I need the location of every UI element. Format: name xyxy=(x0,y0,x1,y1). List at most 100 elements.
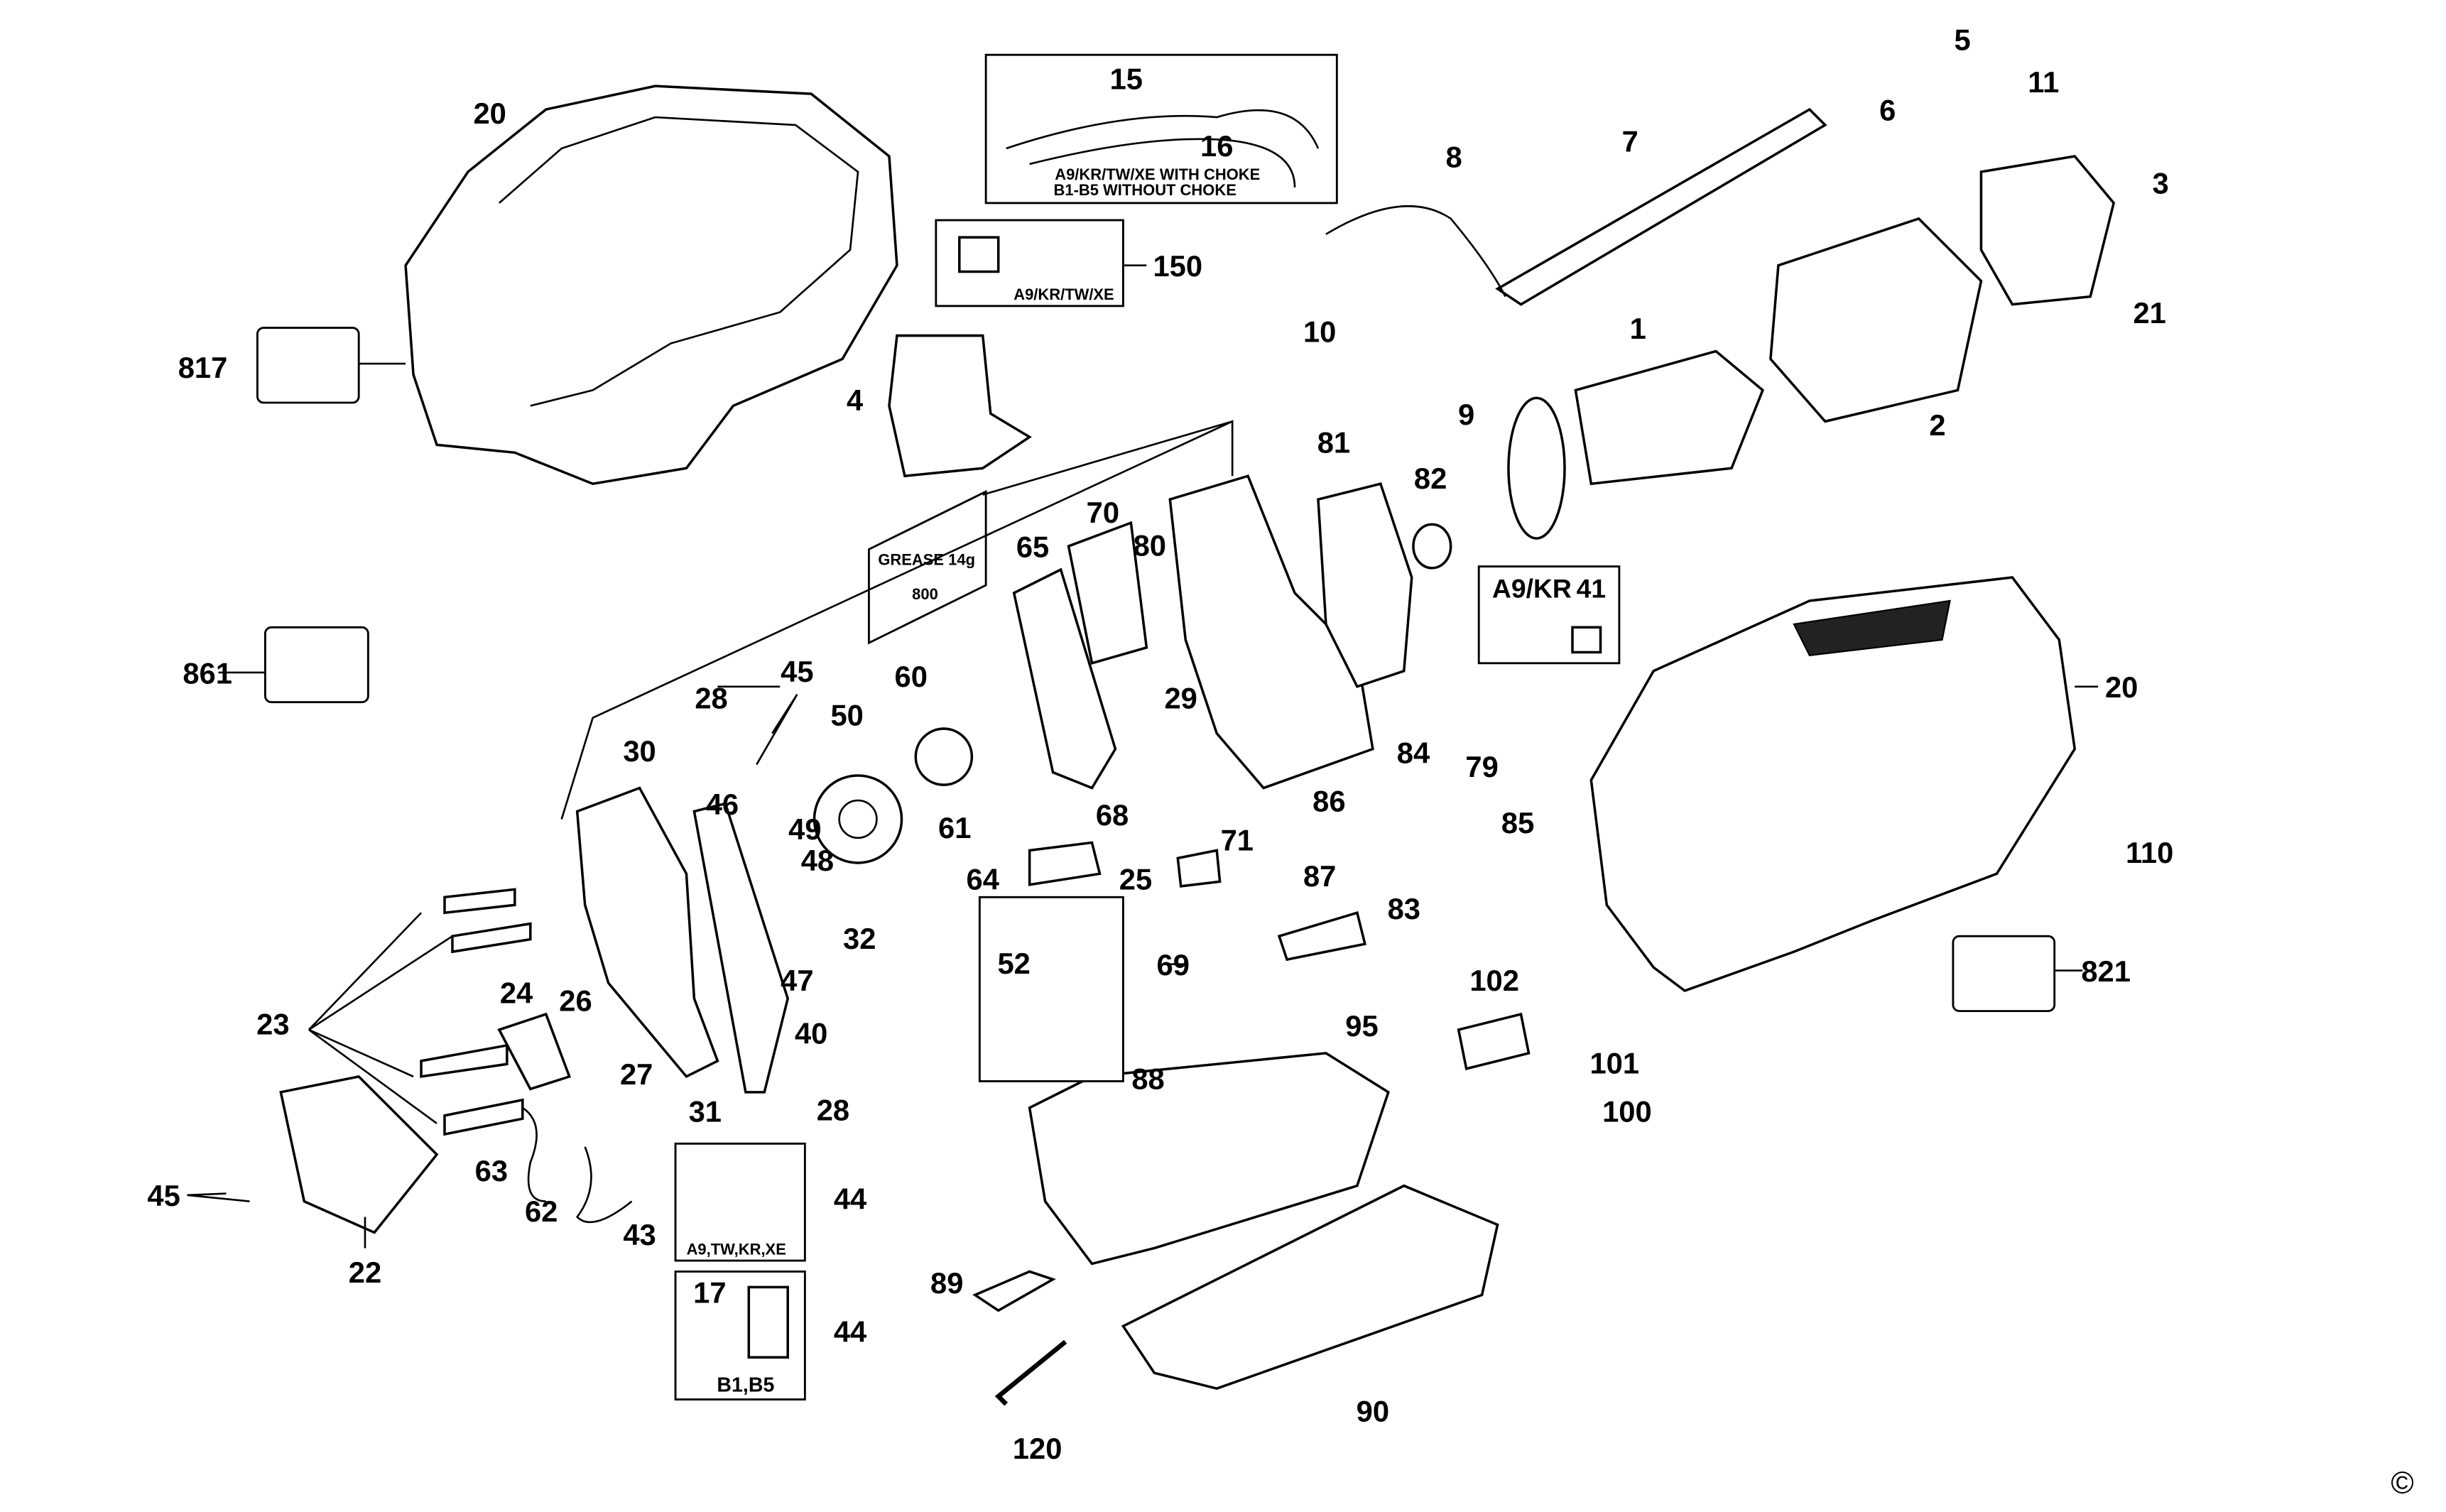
part-label: 40 xyxy=(795,1017,827,1050)
wire-box-line2: B1-B5 WITHOUT CHOKE xyxy=(1054,181,1236,199)
part-label: 63 xyxy=(475,1154,508,1187)
blade-clamp-part xyxy=(279,1075,439,1234)
part-label: 16 xyxy=(1200,129,1233,163)
box-821 xyxy=(1952,935,2056,1013)
part-label: 60 xyxy=(895,660,928,693)
part-label: 110 xyxy=(2126,836,2173,869)
gear-part xyxy=(812,774,903,864)
part-label: 44 xyxy=(834,1182,866,1216)
part-label: 89 xyxy=(930,1266,963,1300)
guide-part xyxy=(1012,567,1117,790)
gear-housing-part xyxy=(1168,474,1374,790)
part-label: 44 xyxy=(834,1315,866,1348)
part-label: 100 xyxy=(1602,1095,1652,1128)
base-part xyxy=(1121,1184,1499,1390)
part-label: 49 xyxy=(788,812,821,846)
part-label: 43 xyxy=(623,1218,656,1251)
part-label: 45 xyxy=(781,655,813,688)
part-label: 5 xyxy=(1955,23,1971,57)
part-label: 17 xyxy=(693,1276,726,1309)
part-label: 68 xyxy=(1096,798,1129,832)
box-861 xyxy=(263,626,369,704)
fan-part xyxy=(1507,396,1566,540)
choke-box-text: A9/KR/TW/XE xyxy=(1013,285,1114,303)
part-label: 50 xyxy=(830,699,863,732)
variant-box-1 xyxy=(674,1142,806,1262)
part-label: 3 xyxy=(2152,167,2168,200)
part-drawings xyxy=(187,85,2116,1406)
part-label: 70 xyxy=(1087,496,1119,529)
part-label: 7 xyxy=(1622,124,1638,158)
wire-box xyxy=(984,53,1338,205)
part-label: 20 xyxy=(2105,670,2138,704)
part-label: 20 xyxy=(473,97,506,130)
part-label: 24 xyxy=(500,977,533,1010)
cord-part xyxy=(1495,107,1827,306)
part-label: 64 xyxy=(967,862,999,896)
part-label: 26 xyxy=(559,984,592,1018)
copyright: © xyxy=(2391,1465,2413,1500)
part-label: 87 xyxy=(1303,859,1336,893)
housing-right-part xyxy=(1589,576,2077,993)
baffle-part xyxy=(1317,482,1413,688)
variant-box-1-text: A9,TW,KR,XE xyxy=(687,1240,786,1258)
part-label: 83 xyxy=(1388,892,1420,925)
part-label: 86 xyxy=(1312,784,1345,817)
part-label: 61 xyxy=(938,811,971,844)
part-label: 79 xyxy=(1465,750,1498,783)
switch-part xyxy=(888,334,1032,478)
part-label: 65 xyxy=(1016,530,1049,563)
wire-box-line1: A9/KR/TW/XE WITH CHOKE xyxy=(1055,165,1260,183)
part-label: 95 xyxy=(1345,1009,1378,1043)
part-label: 69 xyxy=(1157,948,1190,981)
part-label: 90 xyxy=(1357,1394,1389,1427)
part-label: 4 xyxy=(847,384,863,417)
part-label: 45 xyxy=(147,1179,180,1212)
part-label: 1 xyxy=(1630,312,1646,345)
part-label: 821 xyxy=(2081,954,2131,988)
part-label: 28 xyxy=(695,682,727,715)
part-label: 150 xyxy=(1153,249,1202,283)
part-label: 84 xyxy=(1397,736,1430,769)
part-label: 23 xyxy=(256,1008,289,1041)
part-label: 22 xyxy=(349,1256,381,1289)
part-label: 80 xyxy=(1134,528,1166,562)
part-label: 48 xyxy=(801,844,834,877)
part-label: 88 xyxy=(1131,1062,1164,1095)
gearbox-cover-part xyxy=(575,786,719,1079)
shoe-part xyxy=(1028,1052,1390,1266)
part-label: 6 xyxy=(1879,93,1896,126)
part-label: 102 xyxy=(1469,964,1519,997)
part-label: 31 xyxy=(689,1095,722,1128)
part-label: 15 xyxy=(1110,62,1143,96)
variant-box-2-text: B1,B5 xyxy=(717,1374,774,1397)
part-label: 817 xyxy=(178,351,228,384)
part-label: 81 xyxy=(1317,425,1350,459)
part-label: 9 xyxy=(1458,398,1474,431)
part-label: 21 xyxy=(2133,296,2165,330)
part-label: 32 xyxy=(843,922,876,955)
part-label: 11 xyxy=(2028,65,2059,99)
part-label: 29 xyxy=(1164,682,1197,715)
part-label: 27 xyxy=(620,1057,653,1091)
part-label: 120 xyxy=(1013,1432,1062,1465)
part-label: 46 xyxy=(706,788,739,821)
part-label: 41 xyxy=(1577,574,1607,604)
part-label: 2 xyxy=(1929,408,1945,442)
hex-key-part xyxy=(994,1339,1067,1406)
plate-part xyxy=(1067,521,1148,665)
part-label: 8 xyxy=(1445,140,1462,173)
housing-left-part xyxy=(404,85,898,486)
armature-part xyxy=(1574,349,1765,486)
part-labels: 20 817 4 15 16 150 5 6 11 3 21 8 7 10 9 … xyxy=(147,23,2173,1465)
box-69 xyxy=(978,896,1124,1082)
box-817 xyxy=(256,327,360,404)
part-label: 10 xyxy=(1303,315,1336,348)
bushing-box-text: A9/KR xyxy=(1492,574,1572,604)
part-label: 861 xyxy=(183,656,232,690)
part-label: 71 xyxy=(1221,823,1254,856)
plunger-part xyxy=(692,802,790,1094)
stator-part xyxy=(1769,217,1983,423)
grease-box xyxy=(867,489,987,645)
